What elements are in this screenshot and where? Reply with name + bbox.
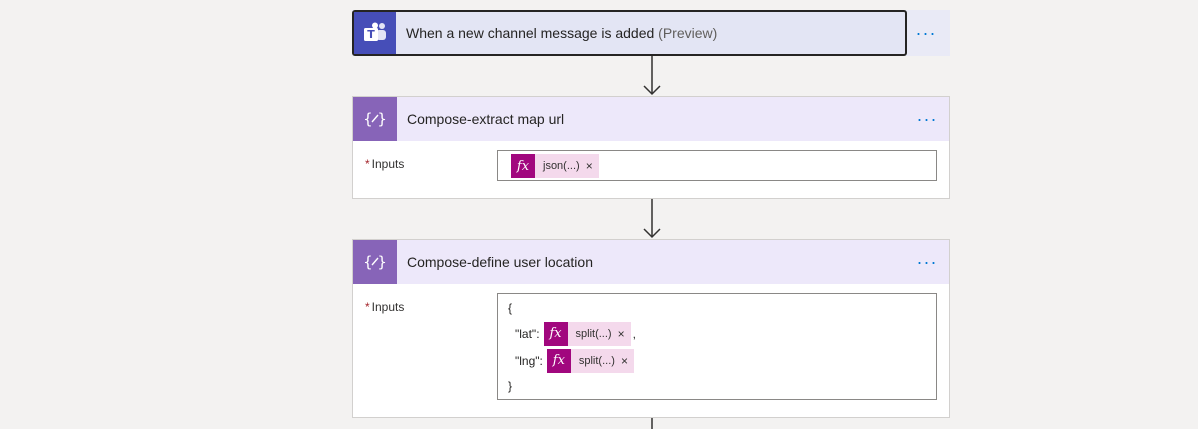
code-line-lng: "lng": fx split(...) × xyxy=(498,347,936,374)
open-brace: { xyxy=(508,301,513,315)
inputs-label: *Inputs xyxy=(365,300,404,314)
compose-header[interactable]: { } Compose-extract map url ··· xyxy=(353,97,949,141)
close-brace: } xyxy=(508,379,513,393)
code-line-close: } xyxy=(498,374,936,398)
compose-card-extract-map-url[interactable]: { } Compose-extract map url ··· *Inputs … xyxy=(352,96,950,199)
required-mark: * xyxy=(365,300,370,314)
compose-title: Compose-define user location xyxy=(407,254,593,270)
teams-icon: T xyxy=(354,12,396,54)
inputs-label-text: Inputs xyxy=(371,300,405,314)
fx-icon: fx xyxy=(543,321,568,346)
trigger-more-button[interactable]: ··· xyxy=(915,22,937,43)
comma: , xyxy=(632,326,636,341)
remove-token-button[interactable]: × xyxy=(617,326,625,341)
code-line-lat: "lat": fx split(...) × , xyxy=(498,320,936,347)
trigger-title-text: When a new channel message is added xyxy=(406,25,655,41)
inputs-field[interactable]: { "lat": fx split(...) × , "lng": fx spl… xyxy=(497,293,937,400)
lng-key: "lng": xyxy=(515,353,543,368)
compose-more-button[interactable]: ··· xyxy=(916,108,938,129)
compose-title: Compose-extract map url xyxy=(407,111,565,127)
compose-card-define-user-location[interactable]: { } Compose-define user location ··· *In… xyxy=(352,239,950,418)
compose-header[interactable]: { } Compose-define user location ··· xyxy=(353,240,949,284)
token-label: split(...) xyxy=(575,327,612,340)
token-label: split(...) xyxy=(578,354,615,367)
svg-text:T: T xyxy=(367,28,375,41)
token-label: json(...) xyxy=(543,160,580,172)
code-line-open: { xyxy=(498,296,936,320)
expression-token[interactable]: fx json(...) × xyxy=(511,154,599,178)
inputs-label-text: Inputs xyxy=(371,157,405,171)
remove-token-button[interactable]: × xyxy=(620,353,628,368)
expression-token-lng[interactable]: fx split(...) × xyxy=(546,348,634,373)
fx-icon: fx xyxy=(511,154,535,178)
compose-icon: { } xyxy=(353,97,397,141)
preview-label: (Preview) xyxy=(658,25,718,41)
compose-more-button[interactable]: ··· xyxy=(916,251,938,272)
remove-token-button[interactable]: × xyxy=(585,159,593,173)
lat-key: "lat": xyxy=(515,326,540,341)
flow-arrow xyxy=(643,56,661,96)
inputs-field[interactable]: fx json(...) × xyxy=(497,150,937,181)
trigger-title: When a new channel message is added (Pre… xyxy=(406,25,717,41)
expression-token-lat[interactable]: fx split(...) × xyxy=(543,321,631,346)
trigger-header[interactable]: T When a new channel message is added (P… xyxy=(352,10,907,56)
compose-icon: { } xyxy=(353,240,397,284)
required-mark: * xyxy=(365,157,370,171)
flow-arrow xyxy=(643,199,661,239)
fx-icon: fx xyxy=(546,348,571,373)
trigger-card[interactable]: T When a new channel message is added (P… xyxy=(352,10,950,56)
inputs-label: *Inputs xyxy=(365,157,404,171)
flow-arrow xyxy=(651,418,653,429)
